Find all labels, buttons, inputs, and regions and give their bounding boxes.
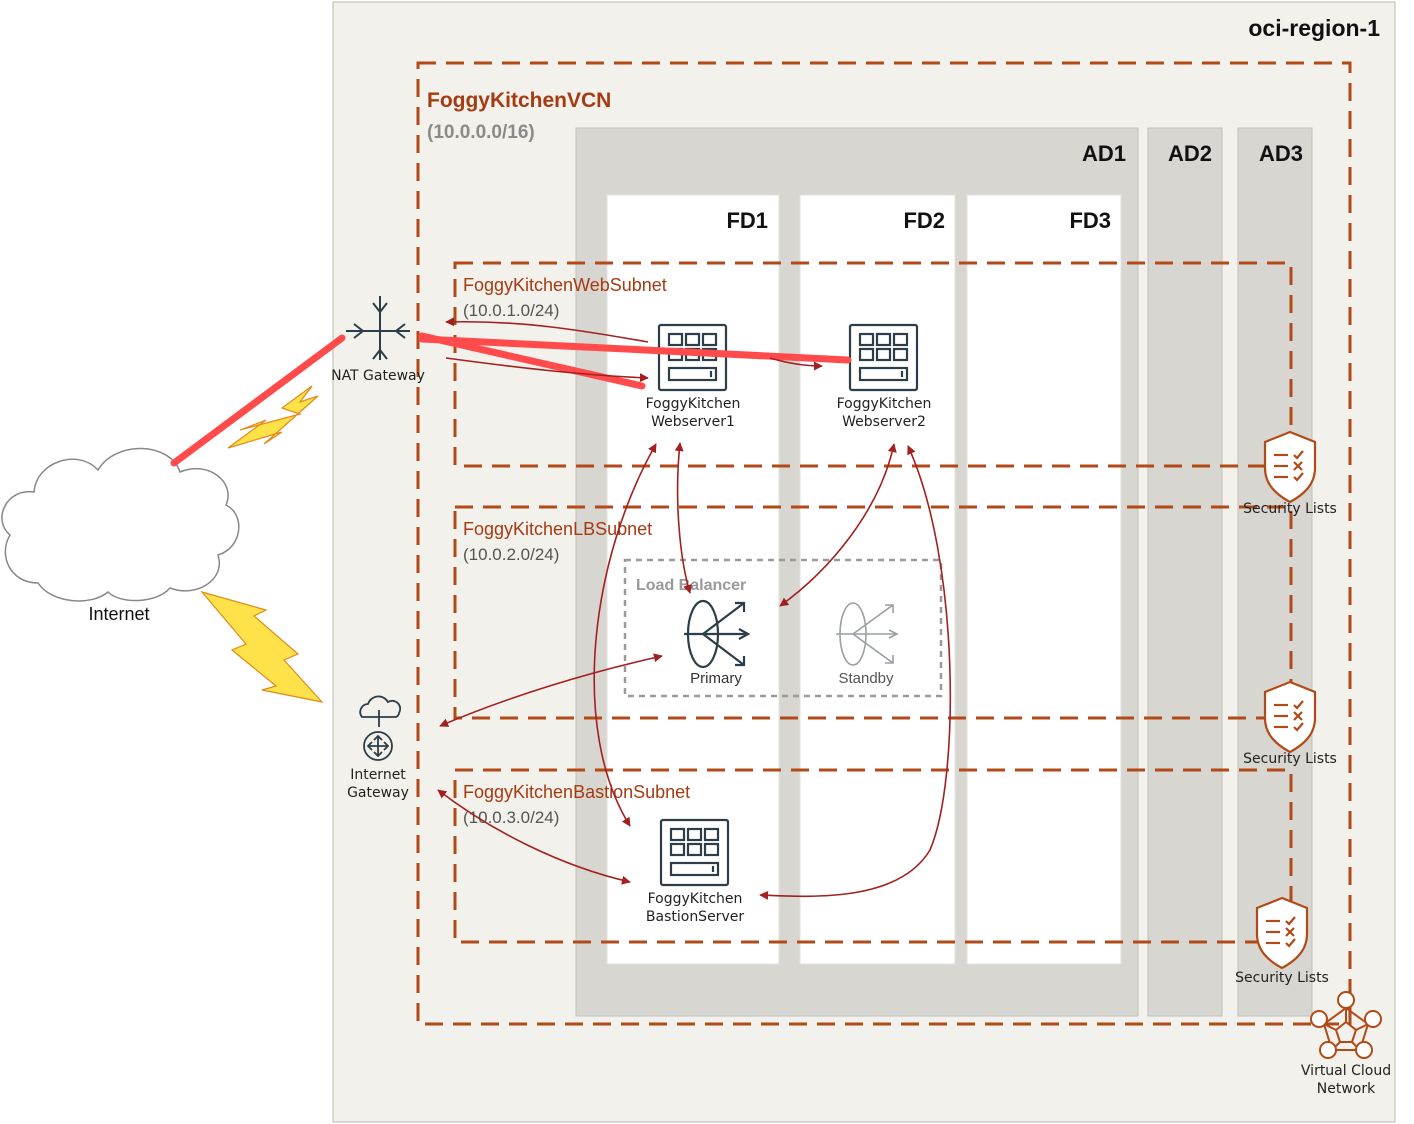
lightning-bolt-upper <box>227 385 319 449</box>
vcn-cidr: (10.0.0.0/16) <box>427 122 535 143</box>
security-list-label-bastion: Security Lists <box>1235 970 1329 986</box>
internet-gateway-label-line2: Gateway <box>347 785 409 801</box>
webserver2-label-line2: Webserver2 <box>842 414 926 430</box>
region-label: oci-region-1 <box>1248 15 1380 41</box>
connection-arrows <box>437 317 952 900</box>
nat-traffic-lines <box>170 332 852 467</box>
web-subnet-cidr: (10.0.1.0/24) <box>463 301 559 320</box>
bastion-server-icon <box>659 818 730 887</box>
ad3-box <box>1237 127 1313 1017</box>
ad2-label: AD2 <box>1168 141 1212 166</box>
load-balancer-primary-icon <box>684 599 751 669</box>
internet-gateway-label-line1: Internet <box>350 767 406 783</box>
bastion-label-line2: BastionServer <box>646 909 744 925</box>
webserver2-icon <box>848 323 919 392</box>
fd3-label: FD3 <box>1069 208 1111 233</box>
lightning-bolt-lower <box>200 590 324 703</box>
load-balancer-standby-label: Standby <box>838 670 894 687</box>
ad2-box <box>1147 127 1223 1017</box>
fd2-label: FD2 <box>903 208 945 233</box>
vcn-name: FoggyKitchenVCN <box>427 89 611 112</box>
nat-gateway-label: NAT Gateway <box>331 368 425 384</box>
nat-gateway-icon <box>346 296 410 360</box>
internet-label: Internet <box>88 604 149 624</box>
fd3-box <box>966 194 1122 965</box>
webserver1-icon <box>657 323 728 392</box>
security-list-label-web: Security Lists <box>1243 501 1337 517</box>
security-list-icon <box>1263 680 1317 754</box>
bastion-subnet-name: FoggyKitchenBastionSubnet <box>463 782 690 802</box>
internet-gateway-icon <box>359 695 402 761</box>
webserver2-label-line1: FoggyKitchen <box>837 396 932 412</box>
webserver1-label-line2: Webserver1 <box>651 414 735 430</box>
ad1-label: AD1 <box>1082 141 1126 166</box>
fd2-box <box>799 194 956 965</box>
vcn-icon-label-line1: Virtual Cloud <box>1301 1063 1391 1079</box>
ad3-label: AD3 <box>1259 141 1303 166</box>
security-list-label-lb: Security Lists <box>1243 751 1337 767</box>
webserver1-label-line1: FoggyKitchen <box>646 396 741 412</box>
lb-subnet-cidr: (10.0.2.0/24) <box>463 545 559 564</box>
vcn-icon-label-line2: Network <box>1317 1081 1376 1097</box>
load-balancer-primary-label: Primary <box>690 670 742 687</box>
internet-cloud-icon <box>1 447 240 602</box>
bastion-label-line1: FoggyKitchen <box>648 891 743 907</box>
security-list-icon <box>1263 430 1317 504</box>
web-subnet-name: FoggyKitchenWebSubnet <box>463 275 667 295</box>
vcn-border <box>416 61 1352 1026</box>
load-balancer-label: Load Balancer <box>636 577 746 594</box>
virtual-cloud-network-icon <box>1310 991 1382 1059</box>
fd1-label: FD1 <box>726 208 768 233</box>
lb-subnet-name: FoggyKitchenLBSubnet <box>463 519 652 539</box>
security-list-icon <box>1255 896 1309 970</box>
